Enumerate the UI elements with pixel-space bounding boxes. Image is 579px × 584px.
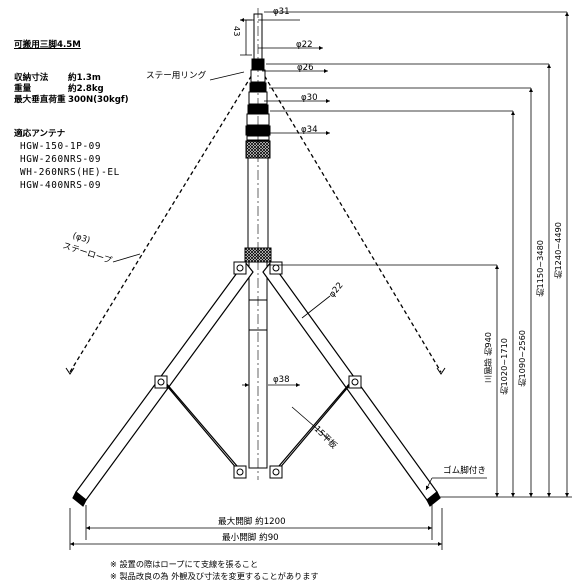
page-title: 可搬用三脚4.5M	[14, 40, 81, 50]
height-2: 約1090~2560	[517, 330, 527, 387]
height-4: 約1240~4490	[553, 222, 563, 279]
dim-phi26: φ26	[297, 63, 314, 73]
antenna-item: HGW-400NRS-09	[20, 180, 102, 191]
spec-weight-value: 約2.8kg	[68, 84, 104, 94]
dim-phi34: φ34	[301, 125, 318, 135]
dim-43: 43	[232, 26, 243, 37]
spec-size-label: 収納寸法	[14, 73, 49, 83]
spec-size-value: 約1.3m	[68, 73, 101, 83]
spec-load-value: 300N(30kgf)	[68, 95, 129, 105]
spread-dimensions	[69, 505, 443, 550]
dim-phi30: φ30	[301, 93, 318, 103]
dim-phi22-top: φ22	[296, 40, 313, 50]
rope-anchors	[65, 367, 446, 375]
antenna-item: HGW-260NRS-09	[20, 154, 102, 165]
leg-pivots	[154, 261, 362, 479]
dim-phi31: φ31	[273, 7, 290, 17]
max-spread-label: 最大開脚 約1200	[218, 517, 286, 527]
antenna-heading: 適応アンテナ	[14, 129, 66, 139]
height-tripod: 三脚部 約940	[483, 332, 493, 384]
spec-weight-label: 重量	[14, 84, 32, 94]
min-spread-label: 最小開脚 約90	[222, 533, 279, 543]
antenna-item: HGW-150-1P-09	[20, 141, 102, 152]
antenna-item: WH-260NRS(HE)-EL	[20, 167, 120, 178]
height-dimensions	[240, 11, 572, 498]
note: ※ 設置の際はロープにて支線を張ること	[110, 559, 259, 569]
dimension-leaders	[112, 20, 487, 491]
height-1: 約1020~1710	[499, 338, 509, 395]
spec-load-label: 最大垂直荷重	[14, 95, 66, 105]
rubber-foot-label: ゴム脚付き	[443, 466, 486, 476]
dim-phi38: φ38	[273, 375, 290, 385]
height-3: 約1150~3480	[535, 240, 545, 297]
note: ※ 製品改良の為 外観及び寸法を変更することがあります	[110, 571, 319, 581]
stay-ring-label: ステー用リング	[146, 71, 207, 81]
stay-ropes	[69, 69, 442, 373]
